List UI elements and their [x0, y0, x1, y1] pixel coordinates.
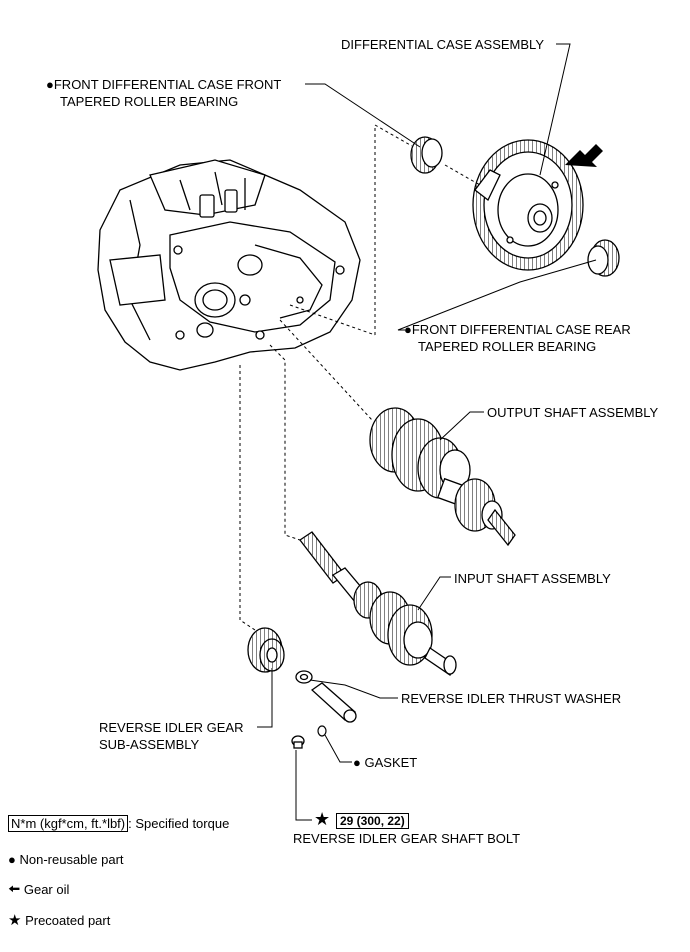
star-icon: ★	[314, 809, 331, 829]
torque-legend-text: : Specified torque	[128, 816, 230, 831]
rear-bearing-line1: FRONT DIFFERENTIAL CASE REAR	[411, 322, 631, 337]
idler-gear-line1: REVERSE IDLER GEAR	[99, 720, 244, 735]
output-shaft-assembly	[369, 407, 516, 547]
filled-circle-icon: ●	[404, 322, 412, 337]
filled-circle-icon: ●	[353, 755, 361, 770]
legend-non-reusable: ● Non-reusable part	[8, 851, 124, 868]
rear-tapered-roller-bearing	[587, 239, 620, 277]
front-bearing-line2: TAPERED ROLLER BEARING	[60, 94, 239, 109]
label-differential-case-assembly: DIFFERENTIAL CASE ASSEMBLY	[341, 37, 544, 52]
torque-unit-box: N*m (kgf*cm, ft.*lbf)	[8, 815, 129, 832]
idler-gear-line2: SUB-ASSEMBLY	[99, 737, 200, 752]
torque-spec: ★	[314, 809, 331, 829]
filled-circle-icon: ●	[8, 852, 16, 867]
non-reusable-text: Non-reusable part	[19, 852, 124, 867]
gasket-text: GASKET	[364, 755, 418, 770]
label-gasket: ● GASKET	[353, 754, 417, 771]
arrow-left-icon: 🠨	[8, 881, 21, 898]
front-tapered-roller-bearing	[410, 136, 443, 174]
filled-circle-icon: ●	[46, 77, 54, 92]
legend-precoated: ★ Precoated part	[8, 912, 110, 929]
label-front-bearing: ●FRONT DIFFERENTIAL CASE FRONT TAPERED R…	[46, 76, 281, 110]
leader-lines	[257, 43, 597, 821]
reverse-idler-shaft	[310, 682, 357, 723]
label-shaft-bolt: REVERSE IDLER GEAR SHAFT BOLT	[293, 831, 521, 846]
thrust-washer	[295, 670, 313, 684]
legend-gear-oil: 🠨 Gear oil	[8, 881, 69, 898]
reverse-idler-gear-shaft-bolt	[291, 735, 305, 749]
assembly-guide-lines	[239, 124, 481, 631]
torque-value-box: 29 (300, 22)	[336, 813, 409, 829]
reverse-idler-gear	[247, 627, 285, 673]
label-thrust-washer: REVERSE IDLER THRUST WASHER	[401, 691, 622, 706]
precoated-text: Precoated part	[25, 913, 111, 928]
input-shaft-assembly	[299, 531, 457, 676]
rear-bearing-line2: TAPERED ROLLER BEARING	[418, 339, 597, 354]
label-reverse-idler-gear: REVERSE IDLER GEAR SUB-ASSEMBLY	[99, 719, 244, 753]
gear-oil-arrow-icon	[565, 144, 603, 167]
legend-torque: N*m (kgf*cm, ft.*lbf): Specified torque	[8, 815, 229, 832]
label-input-shaft-assembly: INPUT SHAFT ASSEMBLY	[454, 571, 611, 586]
label-output-shaft-assembly: OUTPUT SHAFT ASSEMBLY	[487, 405, 659, 420]
differential-case-assembly	[472, 139, 584, 271]
transaxle-case	[97, 159, 361, 371]
star-icon: ★	[8, 912, 22, 929]
gear-oil-text: Gear oil	[23, 882, 70, 897]
front-bearing-line1: FRONT DIFFERENTIAL CASE FRONT	[53, 77, 282, 92]
label-rear-bearing: ●FRONT DIFFERENTIAL CASE REAR TAPERED RO…	[404, 321, 631, 355]
gasket	[317, 725, 327, 737]
